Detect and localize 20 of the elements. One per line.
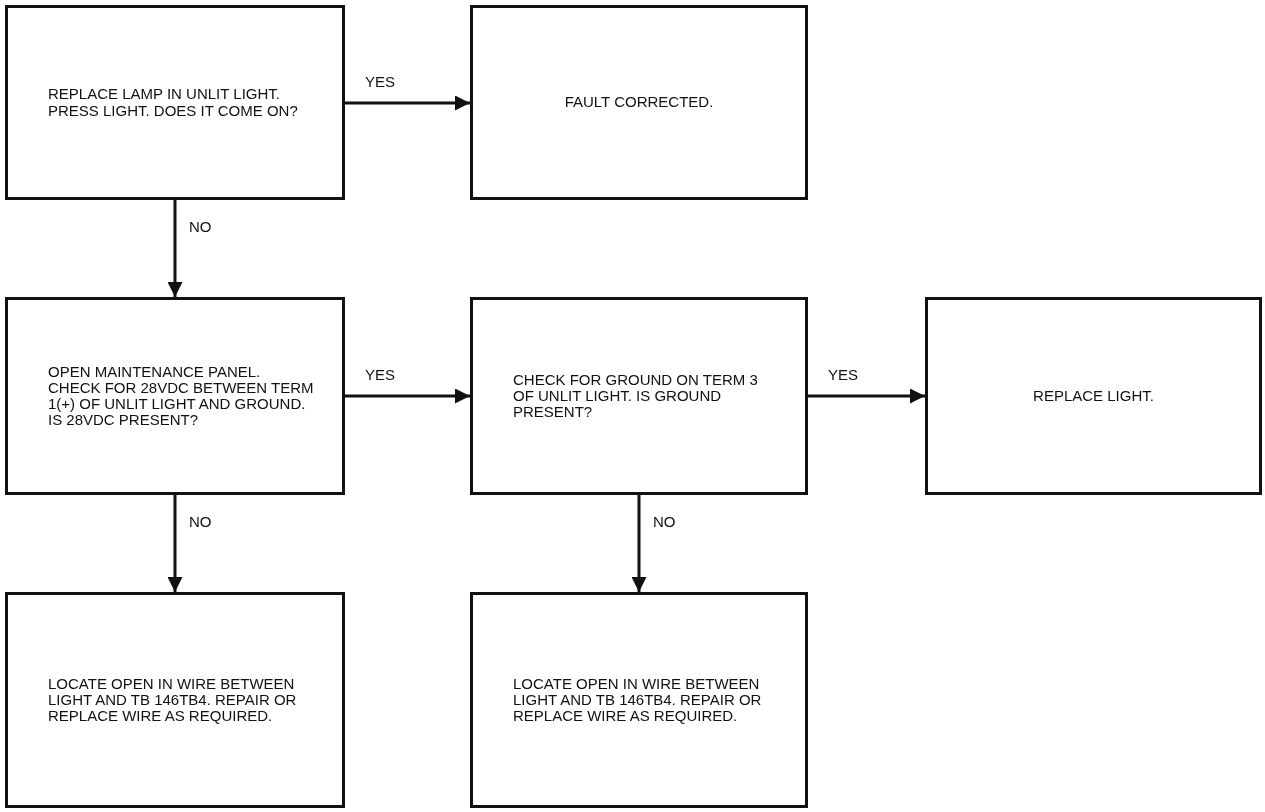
box-text: REPLACE LAMP IN UNLIT LIGHT. PRESS LIGHT. DOES IT COME ON? bbox=[48, 86, 299, 119]
box-text: LOCATE OPEN IN WIRE BETWEEN LIGHT AND TB 146TB4. REPAIR OR REPLACE WIRE AS REQUIRED. bbox=[48, 675, 298, 725]
arrow bbox=[167, 200, 183, 297]
process-box bbox=[470, 592, 808, 808]
arrow bbox=[167, 495, 183, 592]
box-text: FAULT CORRECTED. bbox=[564, 94, 714, 111]
box-text: OPEN MAINTENANCE PANEL. CHECK FOR 28VDC BETWEEN TERM 1(+) OF UNLIT LIGHT AND GROUND. IS 28VDC PRESENT? bbox=[48, 363, 315, 429]
box-text: REPLACE LIGHT. bbox=[1033, 387, 1154, 405]
process-box bbox=[5, 5, 345, 200]
process-box bbox=[470, 5, 808, 200]
arrow bbox=[345, 388, 470, 404]
box-text: LOCATE OPEN IN WIRE BETWEEN LIGHT AND TB 146TB4. REPAIR OR REPLACE WIRE AS REQUIRED. bbox=[513, 675, 763, 725]
process-box bbox=[5, 297, 345, 495]
box-text: CHECK FOR GROUND ON TERM 3 OF UNLIT LIGHT. IS GROUND PRESENT? bbox=[513, 371, 759, 421]
arrow bbox=[631, 495, 647, 592]
process-box bbox=[470, 297, 808, 495]
arrow bbox=[345, 95, 470, 111]
process-box bbox=[5, 592, 345, 808]
arrow bbox=[808, 388, 925, 404]
process-box bbox=[925, 297, 1262, 495]
